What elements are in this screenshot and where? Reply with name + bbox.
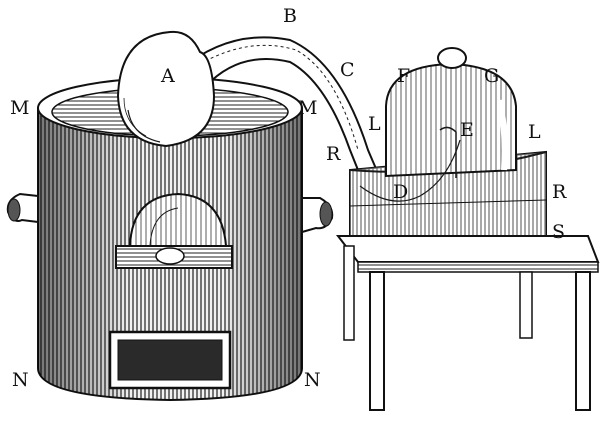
label-l-right: L xyxy=(528,121,541,143)
label-d: D xyxy=(393,181,408,203)
label-n-left: N xyxy=(12,369,29,391)
label-f: F xyxy=(397,65,410,87)
pneumatic-trough xyxy=(349,150,547,258)
label-b: B xyxy=(283,5,297,27)
stand-leg-front-left xyxy=(369,271,385,411)
furnace xyxy=(6,77,334,402)
label-a: A xyxy=(160,65,175,87)
label-n-right: N xyxy=(304,369,321,391)
stand-leg-front-right xyxy=(575,271,591,411)
label-m-right: M xyxy=(298,97,317,119)
figure-labels: A B C F G L E L M M R D R S N N xyxy=(10,5,567,391)
label-l-left: L xyxy=(368,113,381,135)
retort-bulb xyxy=(116,30,216,148)
label-e: E xyxy=(460,119,474,141)
furnace-dome-vent xyxy=(128,192,228,247)
label-m-left: M xyxy=(10,97,29,119)
label-c: C xyxy=(340,59,355,81)
stand xyxy=(335,235,600,411)
bell-jar-knob xyxy=(437,47,467,69)
stand-leg-back-left xyxy=(343,245,355,341)
label-s: S xyxy=(552,221,565,243)
label-r-left: R xyxy=(326,143,341,165)
label-g: G xyxy=(484,65,499,87)
label-r-right: R xyxy=(552,181,567,203)
retort-neck xyxy=(178,36,382,182)
stand-leg-back-right xyxy=(519,271,533,339)
retort xyxy=(116,30,382,182)
bell-jar xyxy=(359,47,517,202)
